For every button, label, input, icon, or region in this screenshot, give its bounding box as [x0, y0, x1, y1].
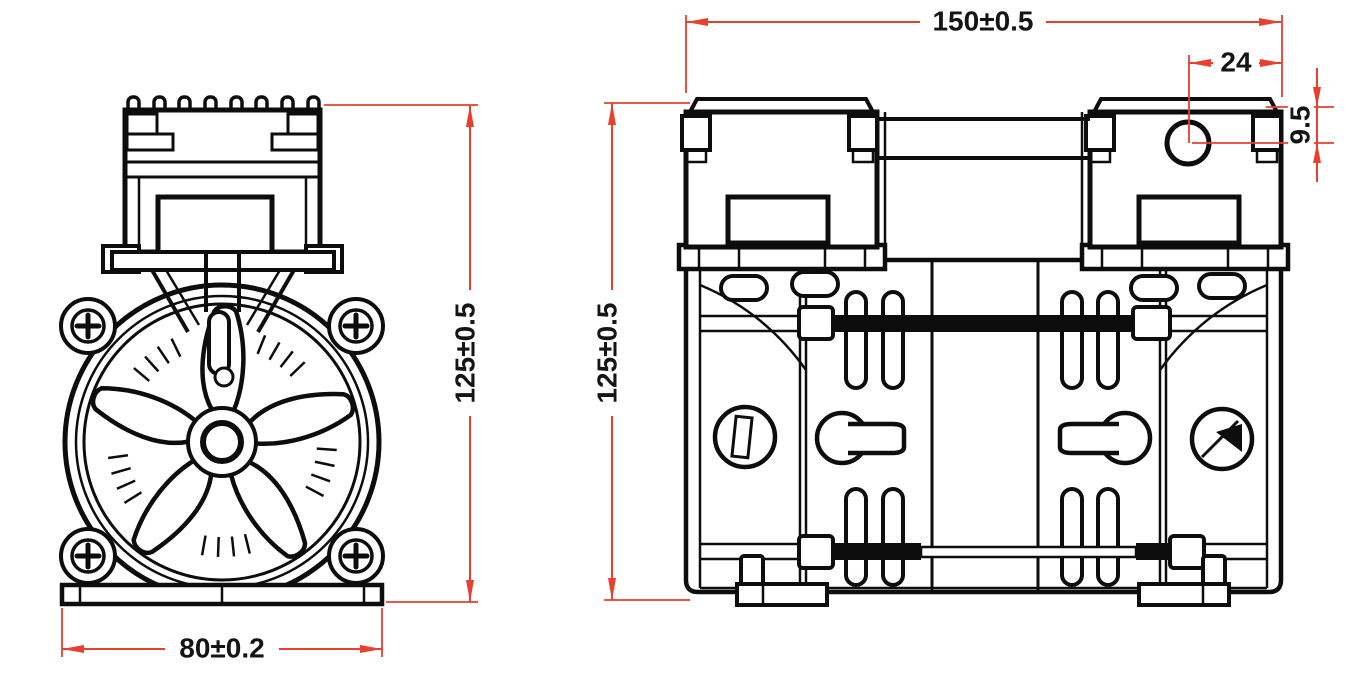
phillips-screw-icon [338, 538, 374, 574]
head-window [1136, 194, 1242, 246]
front-base [59, 582, 385, 607]
dim-port-offset-label: 24 [1220, 46, 1252, 77]
dim-overall-width-label: 150±0.5 [932, 5, 1033, 36]
head-rails [877, 112, 1090, 245]
head-window [725, 194, 831, 246]
phillips-screw-icon [70, 308, 106, 344]
dim-port-depth-label: 9.5 [1284, 106, 1315, 145]
dim-height-front-label: 125±0.5 [449, 302, 480, 403]
dim-base-width: 80±0.2 [61, 608, 383, 663]
cooling-fan [82, 302, 362, 582]
tie-rod-lower [700, 534, 1267, 570]
dim-height-front: 125±0.5 [324, 104, 481, 603]
dimensions: 150±0.5 24 9.5 [61, 5, 1334, 663]
mounting-foot-right [1137, 554, 1231, 607]
fan-rib-vents [256, 334, 306, 377]
corner-screws [70, 308, 374, 574]
crank-funnel [150, 252, 296, 334]
side-view [676, 97, 1291, 607]
valve-circle-left [712, 404, 778, 470]
mounting-foot-left [735, 554, 829, 607]
dim-overall-width: 150±0.5 [685, 5, 1283, 97]
motor-window [155, 194, 275, 258]
dim-base-width-label: 80±0.2 [179, 632, 264, 663]
phillips-screw-icon [70, 538, 106, 574]
cylinder-head-left [680, 97, 880, 250]
dim-height-side-label: 125±0.5 [591, 302, 622, 403]
motor-block [122, 107, 323, 258]
keyhole-cutout-left [814, 410, 907, 466]
tie-rod-upper [700, 305, 1267, 341]
dim-port-depth: 9.5 [1192, 68, 1334, 182]
vent-ovals [719, 270, 1247, 302]
crank-pin [213, 366, 235, 388]
conrod-slot [207, 310, 231, 376]
phillips-screw-icon [338, 308, 374, 344]
front-view [59, 95, 385, 607]
dim-height-side: 125±0.5 [591, 102, 690, 601]
valve-circle-right [1189, 406, 1255, 472]
cylinder-head-right [1084, 97, 1284, 250]
keyhole-cutout-right [1057, 410, 1153, 466]
dim-port-offset: 24 [1188, 46, 1282, 143]
motor-flange [101, 244, 344, 274]
